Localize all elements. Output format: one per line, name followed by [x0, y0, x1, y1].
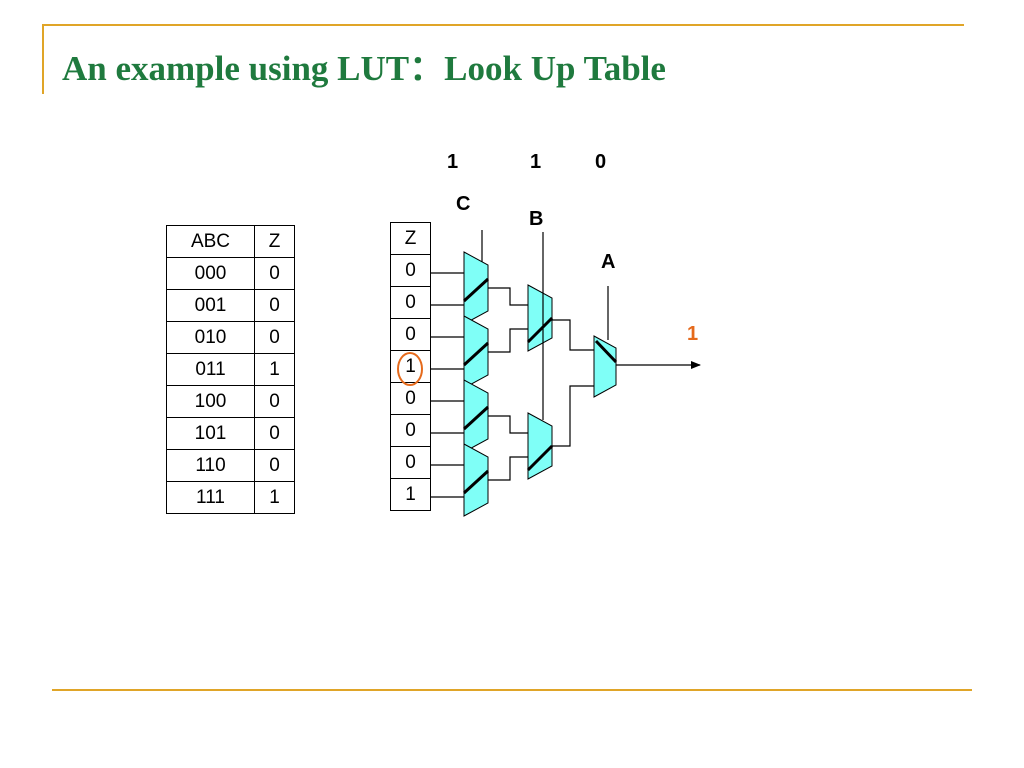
- select-label-c: C: [456, 193, 471, 215]
- lut-cell: 0: [390, 382, 431, 415]
- lut-header-z: Z: [390, 222, 431, 255]
- lut-row: 0: [390, 254, 431, 287]
- level1-to-level2-wires: [488, 287, 528, 481]
- mux-level2: [526, 284, 554, 480]
- lut-row: 0: [390, 446, 431, 479]
- truth-abc-cell: 100: [166, 385, 255, 418]
- truth-z-cell: 0: [254, 449, 295, 482]
- left-rule: [42, 24, 44, 94]
- select-label-b: B: [529, 208, 544, 230]
- lut-cell: 0: [390, 286, 431, 319]
- lut-row: 0: [390, 414, 431, 447]
- lut-cell: 1: [390, 478, 431, 511]
- select-label-a: A: [601, 251, 616, 273]
- truth-z-cell: 0: [254, 321, 295, 354]
- truth-abc-cell: 111: [166, 481, 255, 514]
- truth-abc-cell: 010: [166, 321, 255, 354]
- lut-cell: 0: [390, 318, 431, 351]
- lut-cell: 0: [390, 446, 431, 479]
- slide-title: An example using LUT：Look Up Table: [62, 49, 666, 88]
- truth-header-z: Z: [254, 225, 295, 258]
- input-value-a: 0: [595, 151, 607, 173]
- mux-2a: [527, 284, 553, 352]
- output-value: 1: [687, 323, 699, 345]
- lut-table: Z 0 0 0 1 0 0 0 1: [390, 222, 431, 511]
- lut-to-mux-wires: [430, 272, 464, 498]
- lut-row: 0: [390, 318, 431, 351]
- input-value-b: 1: [530, 151, 542, 173]
- lut-header-row: Z: [390, 222, 431, 255]
- truth-abc-cell: 110: [166, 449, 255, 482]
- mux-final: [593, 335, 617, 398]
- bottom-rule: [52, 689, 972, 691]
- mux-2b: [527, 412, 553, 480]
- level2-to-level3-wires: [552, 319, 594, 447]
- truth-abc-cell: 101: [166, 417, 255, 450]
- lut-row: 0: [390, 382, 431, 415]
- truth-abc-cell: 000: [166, 257, 255, 290]
- mux-level1: [462, 251, 490, 517]
- input-value-c: 1: [447, 151, 459, 173]
- lut-cell: 0: [390, 254, 431, 287]
- truth-z-cell: 0: [254, 417, 295, 450]
- truth-z-cell: 1: [254, 481, 295, 514]
- top-rule: [42, 24, 964, 26]
- truth-table-header-row: ABC Z: [166, 225, 295, 258]
- truth-z-cell: 0: [254, 289, 295, 322]
- lut-cell: 0: [390, 414, 431, 447]
- truth-header-abc: ABC: [166, 225, 255, 258]
- lut-row: 1: [390, 478, 431, 511]
- highlight-circle: [397, 352, 423, 386]
- lut-row: 0: [390, 286, 431, 319]
